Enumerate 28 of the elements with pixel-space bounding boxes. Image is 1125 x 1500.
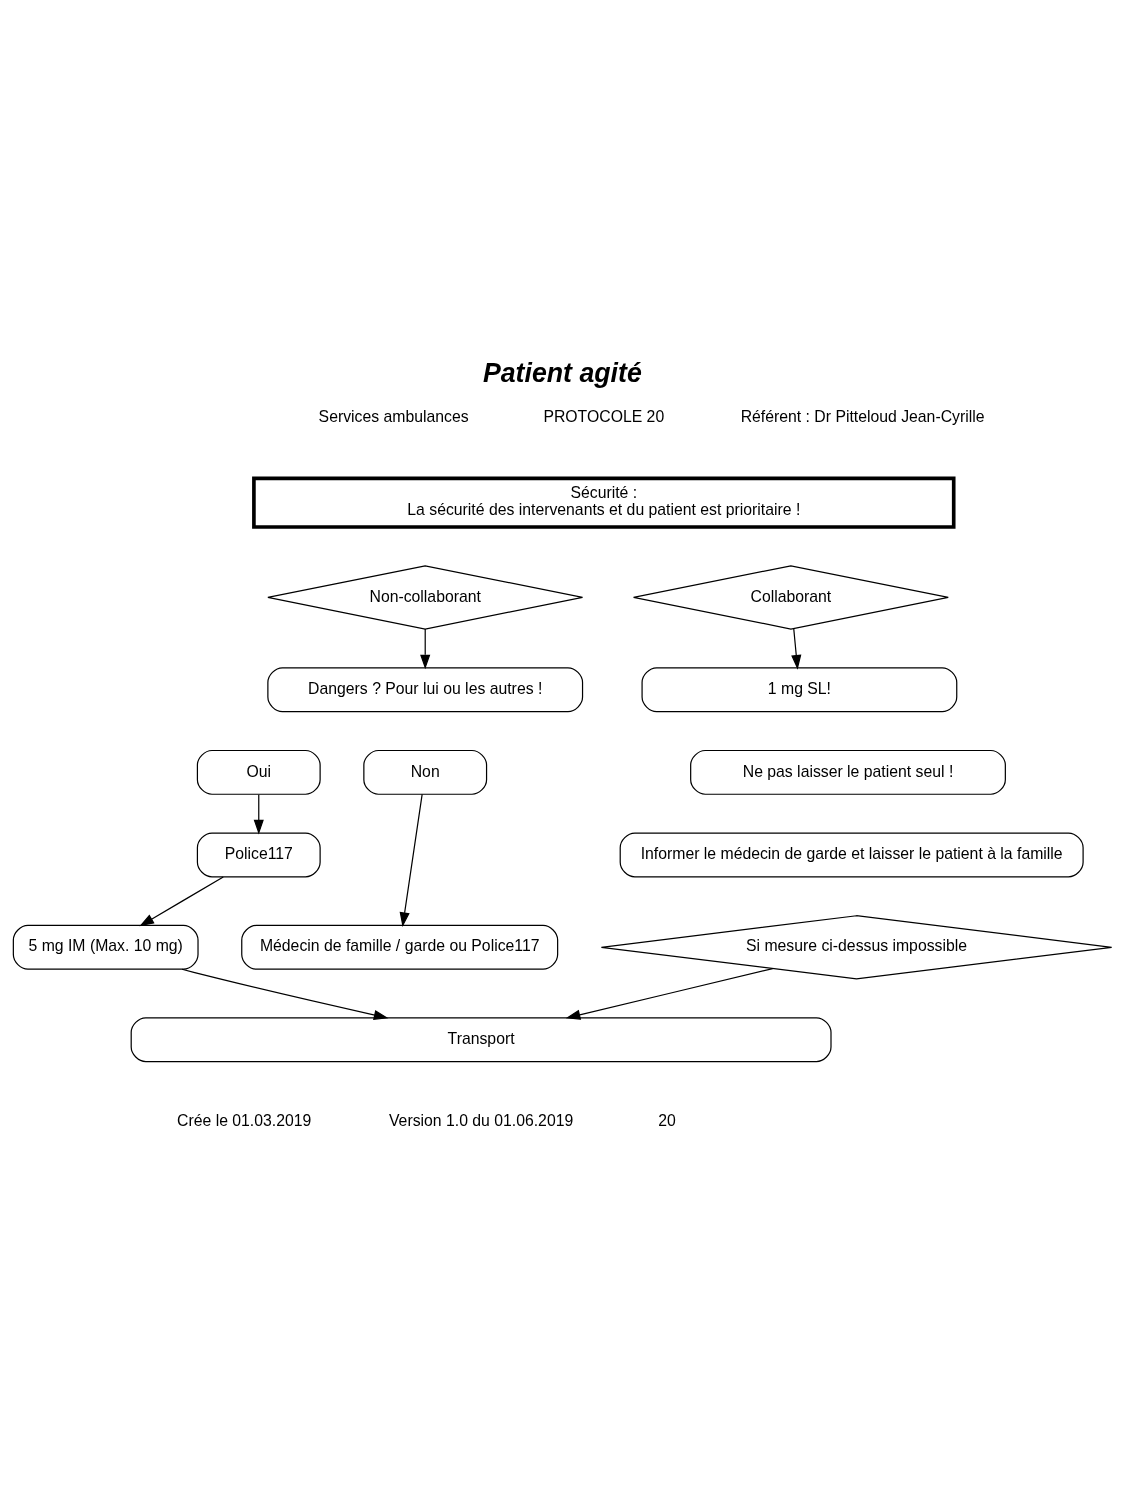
node-box: Ne pas laisser le patient seul ! — [690, 749, 1006, 795]
node-box: Dangers ? Pour lui ou les autres ! — [267, 666, 584, 712]
arrow — [181, 968, 389, 1020]
label: Crée le 01.03.2019 — [177, 1111, 312, 1129]
label: Services ambulances — [318, 407, 469, 425]
node-box: Sécurité : La sécurité des intervenants et du patient est prioritaire ! — [252, 476, 956, 529]
node-diamond: Non-collaborant — [267, 564, 584, 630]
arrow — [399, 793, 423, 927]
node-diamond: Si mesure ci-dessus impossible — [600, 914, 1113, 979]
node-box: Médecin de famille / garde ou Police117 — [241, 924, 559, 970]
node-box: Non — [363, 749, 488, 795]
label: Version 1.0 du 01.06.2019 — [388, 1111, 574, 1129]
node-box: Police117 — [196, 832, 321, 877]
diagram-title: Patient agité — [482, 357, 642, 388]
label: PROTOCOLE 20 — [543, 407, 665, 425]
node-box: Oui — [196, 749, 321, 795]
arrow — [565, 967, 774, 1020]
label: 20 — [658, 1111, 676, 1129]
arrow — [139, 875, 224, 926]
node-box: 1 mg SL! — [641, 666, 958, 712]
node-box: Informer le médecin de garde et laisser le patient à la famille — [619, 832, 1084, 877]
node-diamond: Collaborant — [632, 564, 949, 630]
node-box: 5 mg IM (Max. 10 mg) — [12, 924, 199, 970]
arrow — [791, 627, 802, 670]
arrow — [420, 627, 431, 669]
label: Référent : Dr Pitteloud Jean-Cyrille — [740, 407, 985, 425]
arrow — [253, 793, 264, 834]
node-box: Transport — [130, 1016, 832, 1062]
